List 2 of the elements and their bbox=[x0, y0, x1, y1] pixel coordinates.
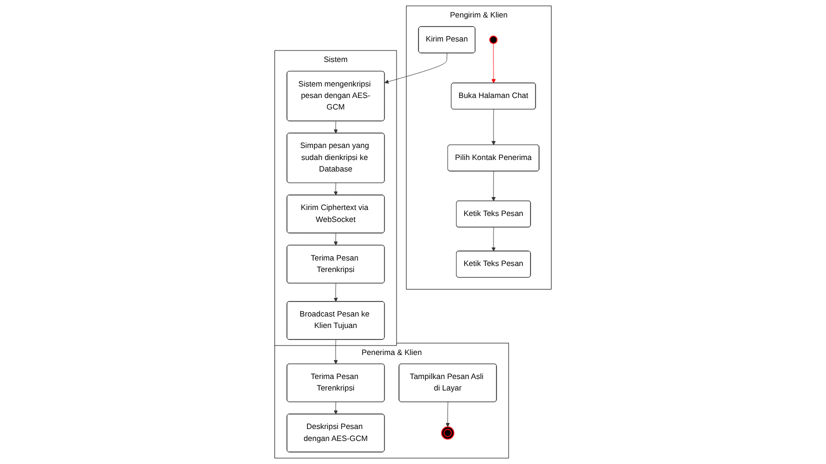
node-circle bbox=[441, 426, 454, 440]
node-circle bbox=[489, 36, 498, 44]
